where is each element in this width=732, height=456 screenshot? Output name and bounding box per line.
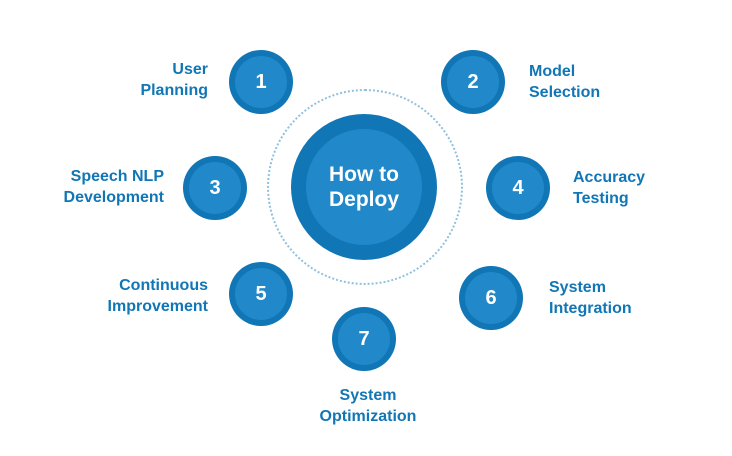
step-3-label: Speech NLP Development bbox=[63, 168, 164, 206]
step-1-circle-inner: 1 bbox=[235, 56, 287, 108]
step-4-circle: 4 bbox=[486, 156, 550, 220]
step-5-number: 5 bbox=[255, 282, 267, 305]
step-2-circle: 2 bbox=[441, 50, 505, 114]
step-3-number: 3 bbox=[209, 176, 221, 199]
step-2-number: 2 bbox=[467, 70, 479, 93]
step-5-circle-inner: 5 bbox=[235, 268, 287, 320]
step-7-circle-inner: 7 bbox=[338, 313, 390, 365]
dotted-ring bbox=[267, 89, 463, 285]
step-7-number: 7 bbox=[358, 327, 370, 350]
step-6-circle-inner: 6 bbox=[465, 272, 517, 324]
center-circle: How to Deploy bbox=[291, 114, 437, 260]
step-5-circle: 5 bbox=[229, 262, 293, 326]
step-1-number: 1 bbox=[255, 70, 267, 93]
step-4-label: Accuracy Testing bbox=[573, 169, 646, 207]
step-7-label: System Optimization bbox=[319, 387, 417, 425]
step-3-circle-inner: 3 bbox=[189, 162, 241, 214]
step-3-circle: 3 bbox=[183, 156, 247, 220]
center-circle-inner: How to Deploy bbox=[306, 129, 422, 245]
step-2-circle-inner: 2 bbox=[447, 56, 499, 108]
step-2-label: Model Selection bbox=[529, 63, 601, 101]
center-title: How to Deploy bbox=[328, 163, 399, 211]
step-1-label: User Planning bbox=[140, 61, 208, 99]
step-6-circle: 6 bbox=[459, 266, 523, 330]
step-4-circle-inner: 4 bbox=[492, 162, 544, 214]
step-6-number: 6 bbox=[485, 286, 497, 309]
step-7-circle: 7 bbox=[332, 307, 396, 371]
step-1-circle: 1 bbox=[229, 50, 293, 114]
step-5-label: Continuous Improvement bbox=[107, 277, 208, 315]
step-6-label: System Integration bbox=[549, 279, 632, 317]
step-4-number: 4 bbox=[512, 176, 524, 199]
